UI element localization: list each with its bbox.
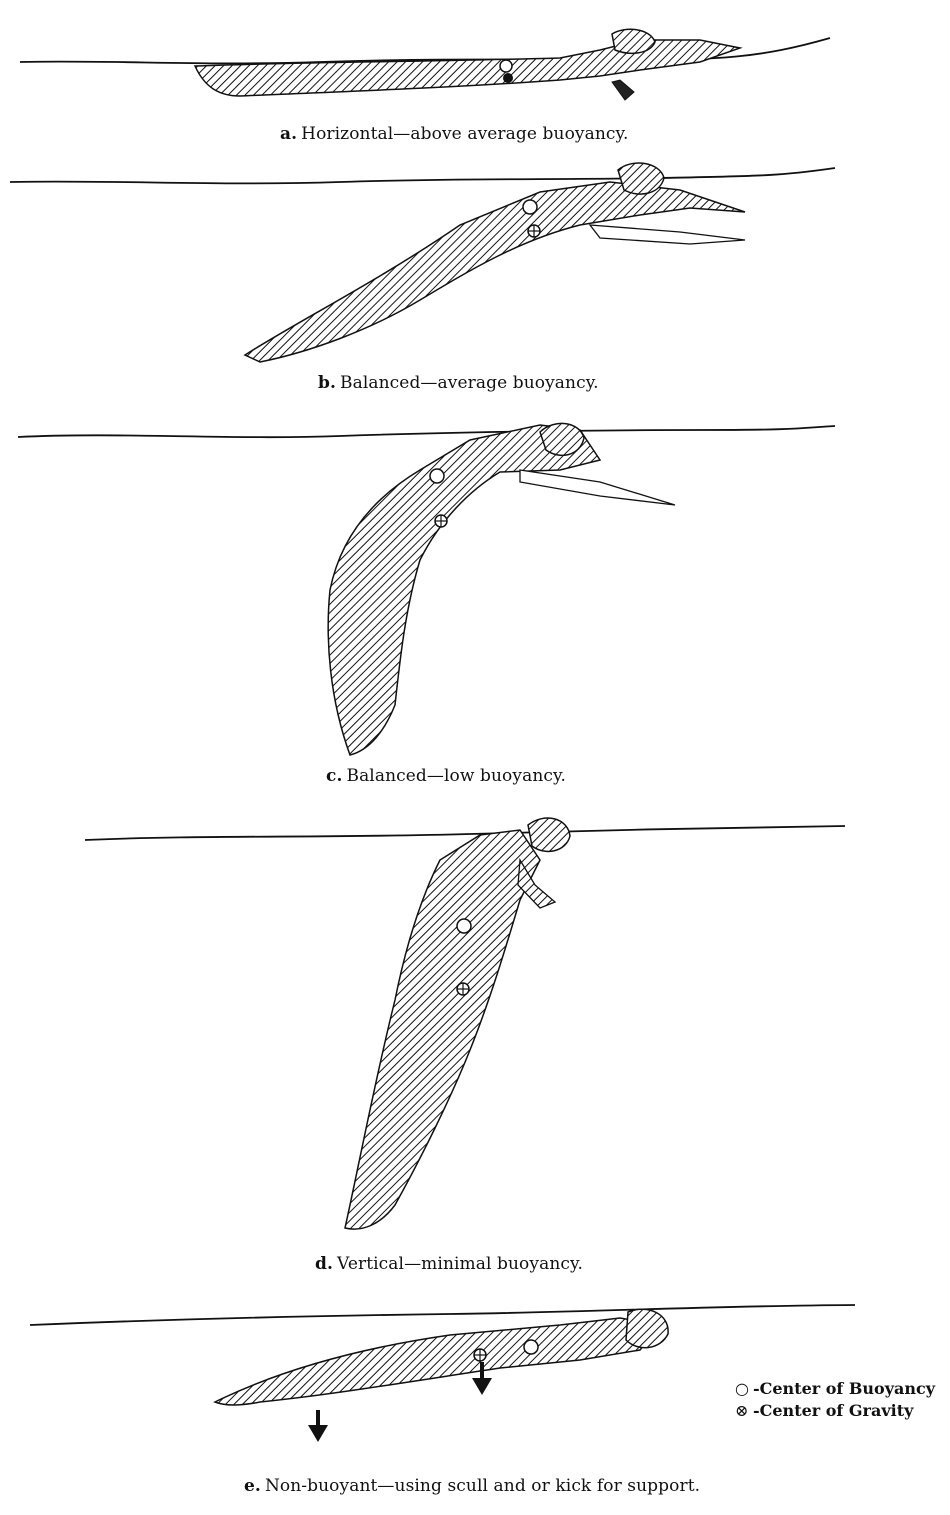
circled-cross-icon: ⊗: [735, 1400, 753, 1422]
center-of-buoyancy-a: [500, 60, 512, 72]
caption-letter: c.: [326, 766, 342, 786]
swimmer-body-c: [328, 425, 600, 755]
center-of-gravity-d: [457, 983, 469, 995]
center-of-gravity-a: [503, 73, 513, 83]
legend-item-buoyancy: ○-Center of Buoyancy: [735, 1378, 935, 1400]
swimmer-head-a: [612, 29, 655, 53]
circle-icon: ○: [735, 1378, 753, 1400]
figure-d: [85, 818, 845, 1229]
center-of-gravity-e: [474, 1349, 486, 1361]
legend-label: -Center of Gravity: [753, 1401, 913, 1420]
center-of-buoyancy-d: [457, 919, 471, 933]
caption-text: Horizontal—above average buoyancy.: [301, 124, 628, 144]
center-of-gravity-c: [435, 515, 447, 527]
figure-a: [20, 29, 830, 100]
swimmer-body-e: [215, 1318, 660, 1405]
caption-e: e.Non-buoyant—using scull and or kick fo…: [244, 1476, 700, 1496]
down-arrow-icon: [308, 1410, 328, 1442]
water-surface-b: [10, 168, 835, 183]
swimmer-body-d: [345, 830, 540, 1229]
center-of-buoyancy-e: [524, 1340, 538, 1354]
caption-text: Balanced—low buoyancy.: [346, 766, 565, 786]
caption-a: a.Horizontal—above average buoyancy.: [280, 124, 628, 144]
caption-b: b.Balanced—average buoyancy.: [318, 373, 599, 393]
swimmer-arm-c: [520, 470, 675, 505]
water-surface-d: [85, 826, 845, 840]
caption-letter: b.: [318, 373, 336, 393]
swimmer-head-d: [528, 818, 570, 851]
swimmer-head-e: [626, 1309, 668, 1347]
caption-text: Non-buoyant—using scull and or kick for …: [265, 1476, 700, 1496]
figure-c: [18, 423, 835, 755]
center-of-buoyancy-c: [430, 469, 444, 483]
center-of-buoyancy-b: [523, 200, 537, 214]
figure-e: [30, 1305, 855, 1442]
center-of-gravity-b: [528, 225, 540, 237]
caption-letter: d.: [315, 1254, 333, 1274]
caption-text: Vertical—minimal buoyancy.: [337, 1254, 583, 1274]
swimmer-arm-b: [590, 225, 745, 244]
figure-b: [10, 163, 835, 362]
water-surface-e: [30, 1305, 855, 1325]
caption-d: d.Vertical—minimal buoyancy.: [315, 1254, 583, 1274]
caption-c: c.Balanced—low buoyancy.: [326, 766, 566, 786]
swimmer-head-c: [540, 423, 584, 455]
caption-text: Balanced—average buoyancy.: [340, 373, 599, 393]
swimmer-head-b: [618, 163, 664, 194]
swimmer-body-a: [195, 40, 740, 96]
legend-label: -Center of Buoyancy: [753, 1379, 935, 1398]
legend-item-gravity: ⊗-Center of Gravity: [735, 1400, 935, 1422]
legend: ○-Center of Buoyancy ⊗-Center of Gravity: [735, 1378, 935, 1422]
water-surface-c: [18, 426, 835, 437]
swimmer-hand-a: [612, 80, 634, 100]
caption-letter: a.: [280, 124, 297, 144]
swimmer-body-b: [245, 182, 745, 362]
caption-letter: e.: [244, 1476, 261, 1496]
